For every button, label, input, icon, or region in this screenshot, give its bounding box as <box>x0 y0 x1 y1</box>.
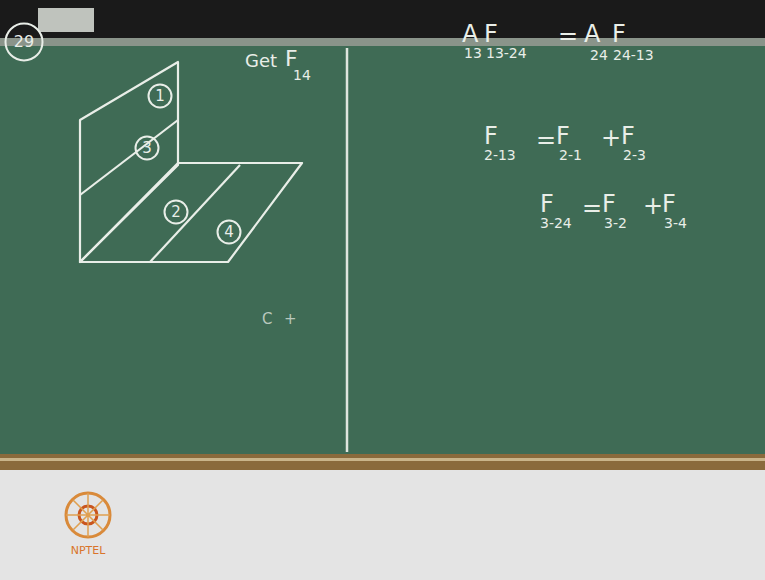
operator: = <box>536 128 556 152</box>
symbol: F <box>621 124 635 148</box>
symbol: F <box>484 124 498 148</box>
symbol: F <box>556 124 570 148</box>
symbol: F <box>602 192 616 216</box>
faint-mark: + <box>284 312 297 327</box>
symbol: A <box>462 22 478 46</box>
circled-number: 29 <box>4 22 44 62</box>
subscript: 24-13 <box>613 48 654 62</box>
circled-number: 4 <box>216 219 242 245</box>
circled-number: 2 <box>163 199 189 225</box>
operator: = <box>582 196 602 220</box>
symbol: A <box>584 22 600 46</box>
logo-text: NPTEL <box>71 545 106 556</box>
subscript: 2-3 <box>623 148 646 162</box>
subscript: 3-4 <box>664 216 687 230</box>
subscript: 2-1 <box>559 148 582 162</box>
subscript: 13-24 <box>486 46 527 60</box>
symbol: F <box>484 22 498 46</box>
subscript: 3-24 <box>540 216 572 230</box>
subscript: 14 <box>293 68 311 82</box>
subscript: 13 <box>464 46 482 60</box>
number-text: 3 <box>142 141 152 156</box>
symbol: F <box>612 22 626 46</box>
symbol: F <box>540 192 554 216</box>
symbol: F <box>662 192 676 216</box>
circled-number: 3 <box>134 135 160 161</box>
subscript: 3-2 <box>604 216 627 230</box>
operator: + <box>643 194 663 218</box>
number-text: 1 <box>155 89 165 104</box>
subscript: 24 <box>590 48 608 62</box>
operator: + <box>601 126 621 150</box>
symbol: F <box>285 48 298 70</box>
faint-mark: C <box>262 312 272 327</box>
number-text: 2 <box>171 205 181 220</box>
circled-number: 1 <box>147 83 173 109</box>
number-text: 29 <box>14 34 34 50</box>
number-text: 4 <box>224 225 234 240</box>
operator: = <box>558 24 578 48</box>
subscript: 2-13 <box>484 148 516 162</box>
word: Get <box>245 52 277 70</box>
